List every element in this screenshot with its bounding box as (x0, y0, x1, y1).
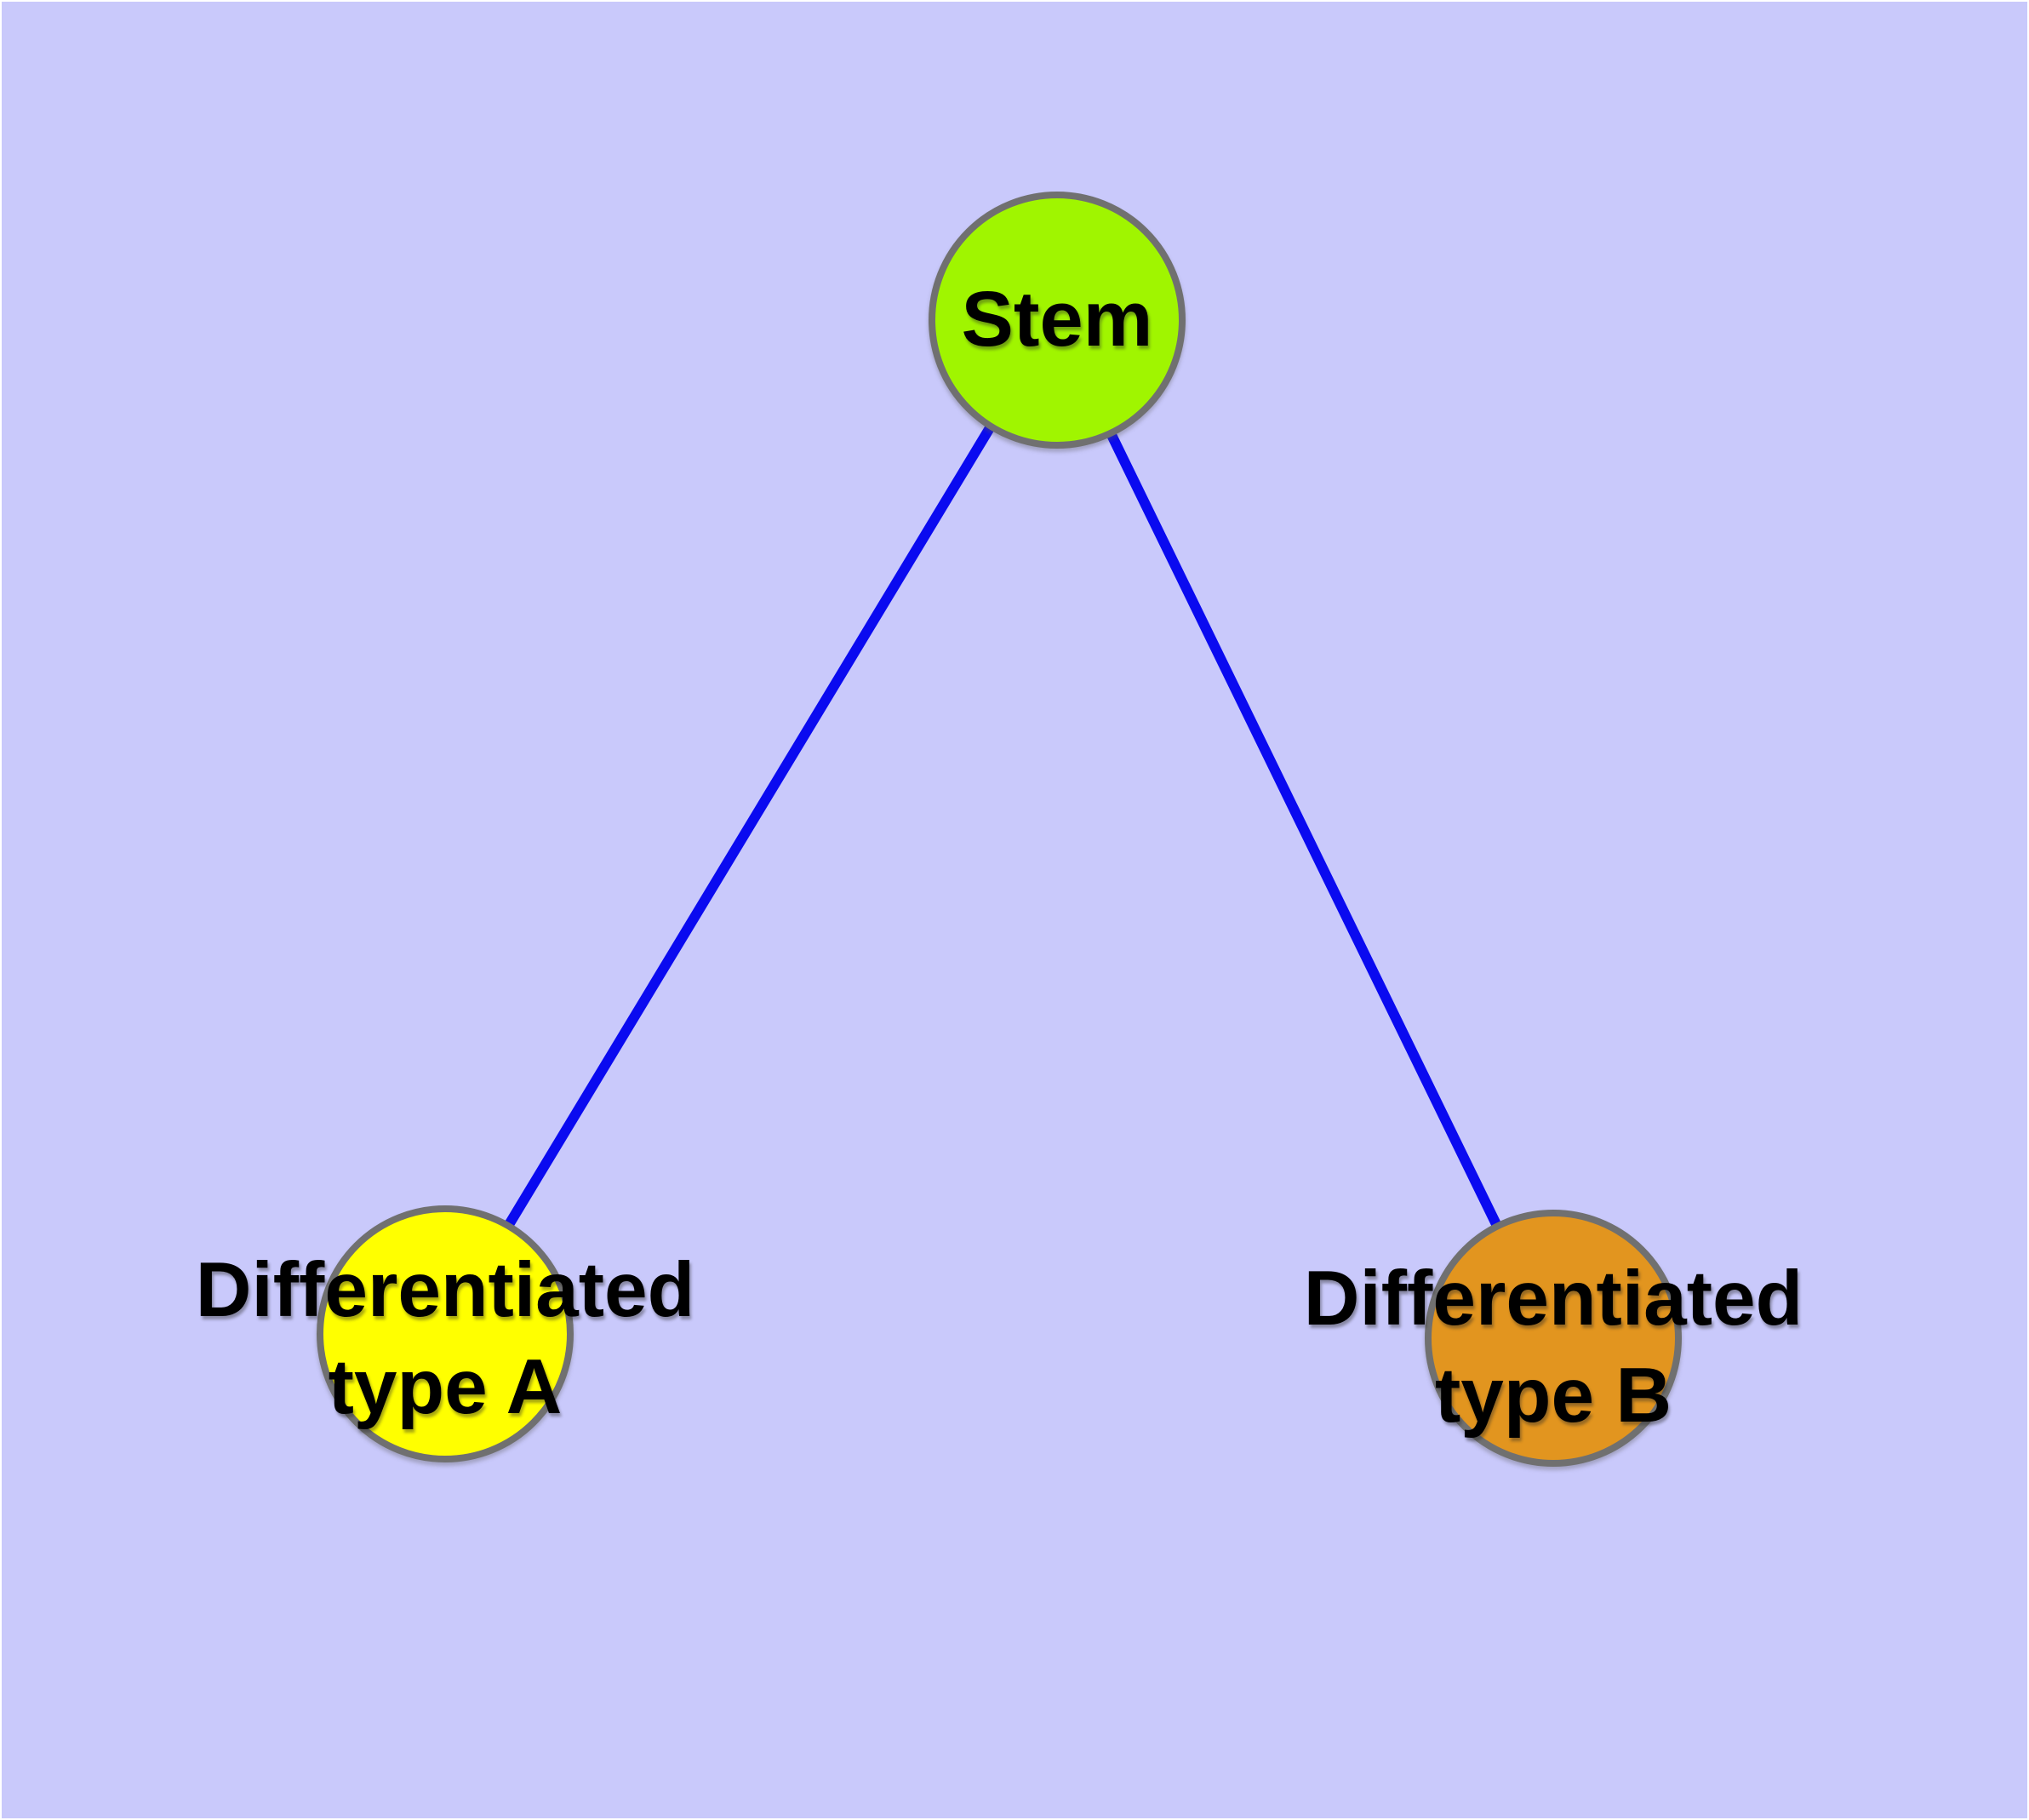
edge-stem-to-type-a (440, 317, 1060, 1335)
edge-stem-to-type-b (1050, 317, 1556, 1338)
node-differentiated-type-a (317, 1205, 574, 1462)
node-stem (929, 192, 1186, 449)
node-differentiated-type-b (1425, 1210, 1682, 1467)
